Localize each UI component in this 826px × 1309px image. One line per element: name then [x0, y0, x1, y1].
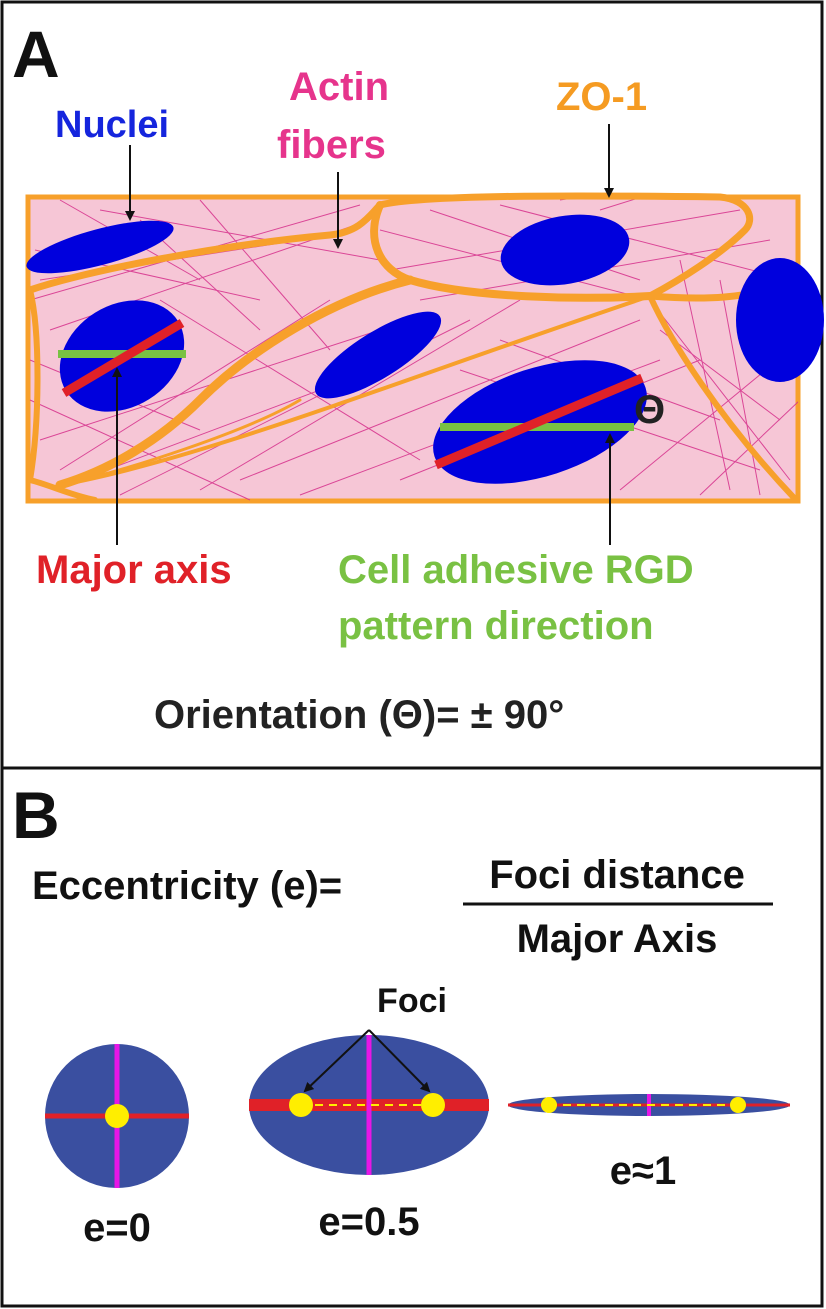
fraction-numerator: Foci distance: [489, 853, 745, 897]
focus-point: [541, 1097, 557, 1113]
nucleus: [314, 311, 442, 399]
eccentricity-label: Eccentricity (e)=: [32, 864, 342, 908]
major-axis-line: [61, 319, 185, 397]
orientation-label: Orientation (Θ)= ± 90°: [154, 693, 564, 737]
nucleus: [500, 214, 630, 286]
e05-label: e=0.5: [318, 1200, 419, 1244]
nucleus: [736, 258, 824, 382]
e1-label: e≈1: [610, 1149, 676, 1193]
focus-point: [421, 1093, 445, 1117]
nucleus: [26, 220, 174, 274]
rgd-label-line2: pattern direction: [338, 604, 654, 648]
ellipse-e05: [249, 1035, 489, 1175]
major-axis-line: [434, 373, 644, 470]
major-axis-label: Major axis: [36, 548, 232, 592]
theta-symbol: Θ: [634, 388, 665, 432]
zo1-label: ZO-1: [556, 75, 647, 119]
rgd-label-line1: Cell adhesive RGD: [338, 548, 694, 592]
focus-point: [105, 1104, 129, 1128]
zo1-borders: [26, 192, 800, 503]
ellipse-e0: [45, 1044, 189, 1188]
panel-b-letter: B: [12, 778, 60, 852]
focus-point: [730, 1097, 746, 1113]
panel-a-letter: A: [12, 17, 60, 91]
nuclei-label: Nuclei: [55, 104, 169, 146]
actin-label-line2: fibers: [277, 123, 386, 167]
focus-point: [289, 1093, 313, 1117]
ellipse-e1: [508, 1094, 790, 1116]
foci-arrow: [368, 1029, 431, 1093]
e0-label: e=0: [83, 1206, 151, 1250]
actin-label-line1: Actin: [289, 65, 389, 109]
foci-label: Foci: [377, 982, 447, 1020]
fraction-denominator: Major Axis: [517, 917, 718, 961]
panel-b-border: [0, 766, 824, 1308]
foci-arrow: [303, 1029, 370, 1093]
